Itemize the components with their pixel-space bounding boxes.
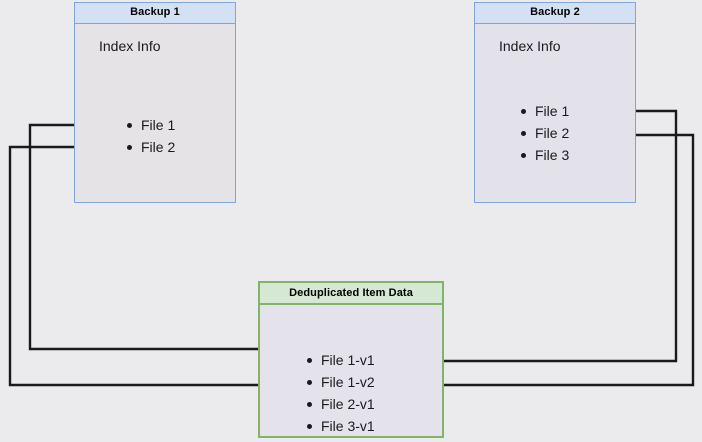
- backup-2-body: Index Info File 1 File 2 File 3: [475, 24, 635, 202]
- backup-1-file-list: File 1 File 2: [125, 114, 175, 158]
- list-item: File 1-v1: [305, 349, 375, 371]
- backup-2-box[interactable]: Backup 2 Index Info File 1 File 2 File 3: [474, 2, 636, 203]
- list-item: File 2: [125, 136, 175, 158]
- deduplicated-file-list: File 1-v1 File 1-v2 File 2-v1 File 3-v1: [305, 349, 375, 437]
- backup-1-box[interactable]: Backup 1 Index Info File 1 File 2: [74, 2, 236, 203]
- backup-1-title: Backup 1: [75, 3, 235, 24]
- backup-1-body: Index Info File 1 File 2: [75, 24, 235, 202]
- list-item: File 1-v2: [305, 371, 375, 393]
- list-item: File 1: [125, 114, 175, 136]
- list-item: File 3: [519, 144, 569, 166]
- backup-2-index-info-label: Index Info: [499, 38, 561, 54]
- deduplicated-item-data-body: File 1-v1 File 1-v2 File 2-v1 File 3-v1: [260, 305, 442, 436]
- deduplicated-item-data-box[interactable]: Deduplicated Item Data File 1-v1 File 1-…: [258, 281, 444, 438]
- backup-1-index-info-label: Index Info: [99, 38, 161, 54]
- list-item: File 2-v1: [305, 393, 375, 415]
- list-item: File 2: [519, 122, 569, 144]
- backup-2-title: Backup 2: [475, 3, 635, 24]
- backup-2-file-list: File 1 File 2 File 3: [519, 100, 569, 166]
- list-item: File 3-v1: [305, 415, 375, 437]
- list-item: File 1: [519, 100, 569, 122]
- deduplicated-item-data-title: Deduplicated Item Data: [260, 283, 442, 305]
